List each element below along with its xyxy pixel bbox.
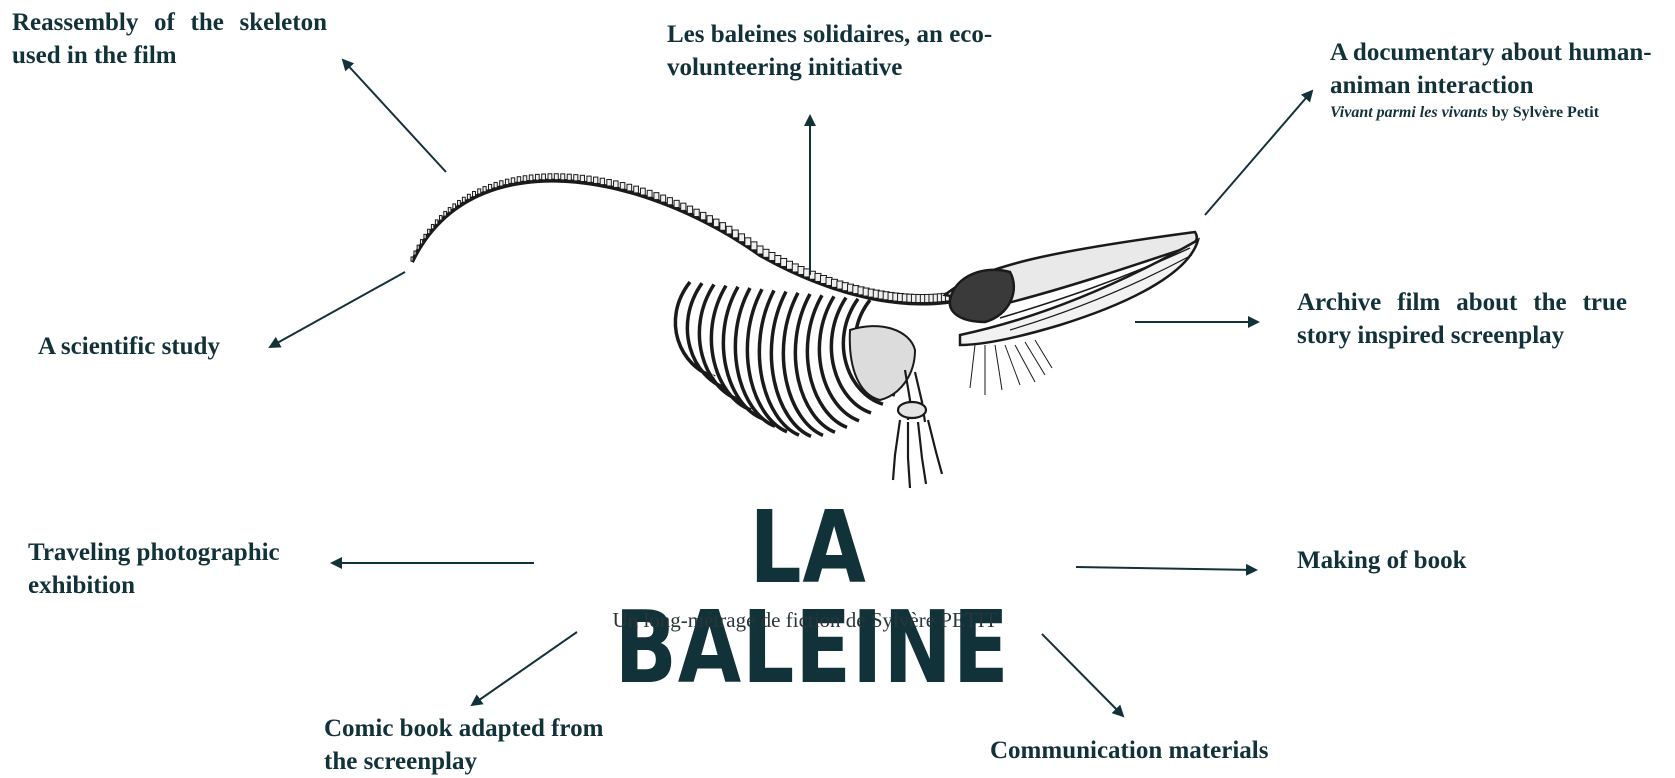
label-archive-text: Archive film about the true story inspir… (1297, 289, 1627, 349)
label-documentary-text: A documentary about human-animan interac… (1330, 39, 1652, 99)
arrow-reassembly (343, 60, 446, 172)
label-documentary-subtitle: Vivant parmi les vivants by Sylvère Peti… (1330, 102, 1670, 124)
label-baleines-text: Les baleines solidaires, an eco-voluntee… (667, 21, 992, 81)
label-traveling-text: Traveling photographic exhibition (28, 539, 280, 599)
label-scientific-text: A scientific study (38, 333, 220, 360)
label-making-of-text: Making of book (1297, 547, 1466, 574)
label-reassembly: Reassembly of the skeleton used in the f… (12, 6, 327, 72)
label-archive: Archive film about the true story inspir… (1297, 286, 1627, 352)
label-reassembly-text: Reassembly of the skeleton used in the f… (12, 9, 327, 69)
arrow-documentary (1205, 91, 1312, 215)
label-communication: Communication materials (990, 734, 1320, 767)
documentary-film-title: Vivant parmi les vivants (1330, 104, 1488, 121)
label-comic-text: Comic book adapted from the screenplay (324, 715, 603, 775)
label-comic: Comic book adapted from the screenplay (324, 712, 614, 778)
arrow-making-of (1076, 567, 1256, 570)
label-baleines: Les baleines solidaires, an eco-voluntee… (667, 18, 997, 84)
label-traveling: Traveling photographic exhibition (28, 536, 328, 602)
label-scientific: A scientific study (38, 330, 298, 363)
label-making-of: Making of book (1297, 544, 1557, 577)
arrow-communication (1042, 634, 1123, 716)
label-documentary: A documentary about human-animan interac… (1330, 36, 1670, 124)
main-subtitle: Un long-métrage de fiction de Sylvère PE… (560, 608, 1050, 633)
main-title: LA BALEINE (614, 498, 1001, 698)
documentary-film-author: by Sylvère Petit (1488, 104, 1599, 121)
label-communication-text: Communication materials (990, 737, 1268, 764)
arrow-comic (472, 632, 577, 705)
